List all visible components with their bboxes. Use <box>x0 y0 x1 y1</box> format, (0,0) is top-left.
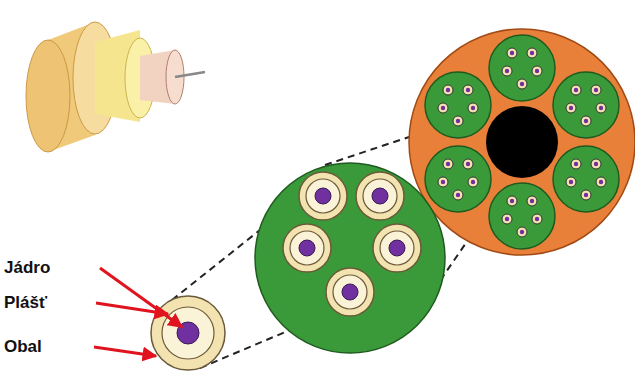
part-label: Plášť <box>4 293 47 313</box>
cable-3d <box>26 22 205 152</box>
part-label: Jádro <box>4 258 50 278</box>
leader-arrows <box>94 268 182 356</box>
fiber-section <box>151 296 225 370</box>
cable-section <box>409 29 635 255</box>
bundle-section <box>255 163 445 353</box>
part-label: Obal <box>4 337 42 357</box>
